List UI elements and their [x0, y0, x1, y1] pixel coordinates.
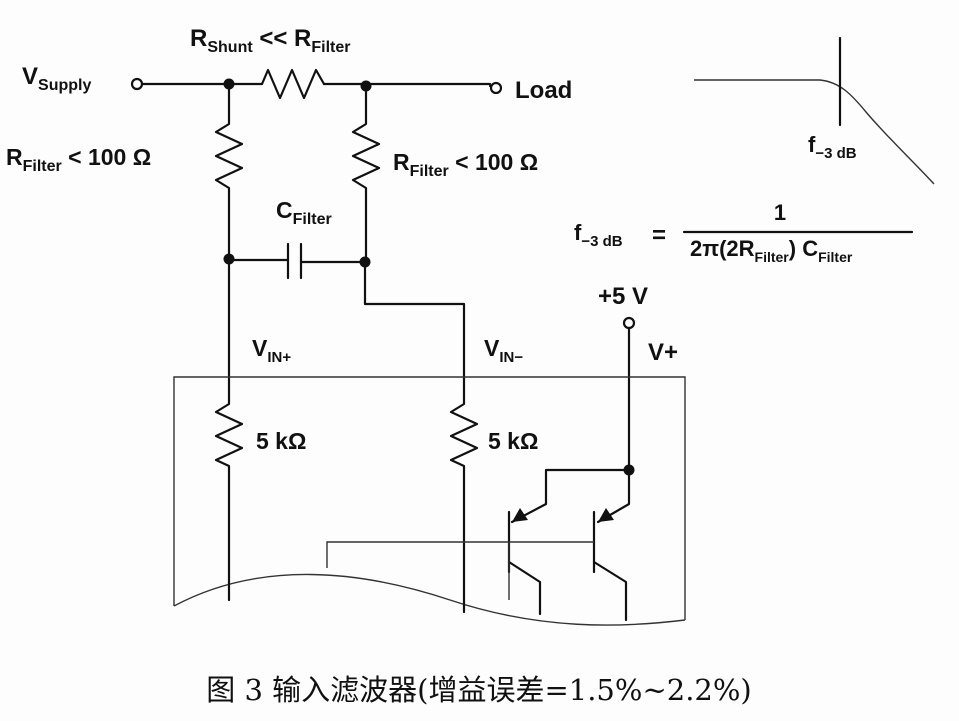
- r5k-left-label: 5 kΩ: [256, 428, 306, 454]
- r5k-left-resistor: [214, 396, 244, 602]
- cfilter-label: CFilter: [276, 197, 332, 228]
- rfilter-right-label: RFilter < 100 Ω: [393, 149, 538, 180]
- vin-plus-label: VIN+: [252, 335, 291, 366]
- rfilter-left-label: RFilter < 100 Ω: [6, 144, 151, 175]
- vsupply-terminal: [130, 77, 144, 91]
- vsupply-label: VSupply: [22, 63, 91, 94]
- q1-emitter-lead: [510, 468, 631, 524]
- vin-minus-label: VIN−: [484, 335, 523, 366]
- wire-vin-minus: [363, 260, 466, 400]
- q1-emitter-arrow: [512, 508, 528, 522]
- f3db-marker-label: f−3 dB: [808, 132, 857, 162]
- r5k-right-resistor: [449, 396, 479, 614]
- plus5v-label: +5 V: [598, 283, 648, 310]
- q2-emitter-arrow: [598, 508, 614, 522]
- bode-response-curve: [694, 79, 935, 185]
- formula-denominator: 2π(2RFilter) CFilter: [690, 236, 853, 265]
- shunt-resistor: [260, 68, 326, 100]
- r5k-right-label: 5 kΩ: [488, 428, 538, 454]
- formula-equals: =: [652, 222, 666, 249]
- load-terminal: [489, 81, 503, 95]
- rfilter-right-resistor: [351, 84, 381, 264]
- q2-collector-lead: [592, 560, 628, 622]
- mirror-base-link: [326, 541, 594, 568]
- ic-torn-edge: [173, 573, 686, 626]
- formula-numerator: 1: [774, 200, 786, 225]
- q1-collector-lead: [507, 560, 542, 616]
- vplus-label: V+: [648, 339, 678, 366]
- ic-boundary: [173, 376, 686, 620]
- figure-caption: 图 3 输入滤波器(增益误差=1.5%~2.2%): [206, 673, 751, 707]
- plus5v-terminal: [622, 316, 636, 330]
- formula-lhs: f−3 dB: [574, 220, 623, 250]
- load-label: Load: [515, 77, 572, 104]
- rfilter-left-resistor: [214, 82, 244, 260]
- rshunt-label: RShunt << RFilter: [190, 25, 351, 56]
